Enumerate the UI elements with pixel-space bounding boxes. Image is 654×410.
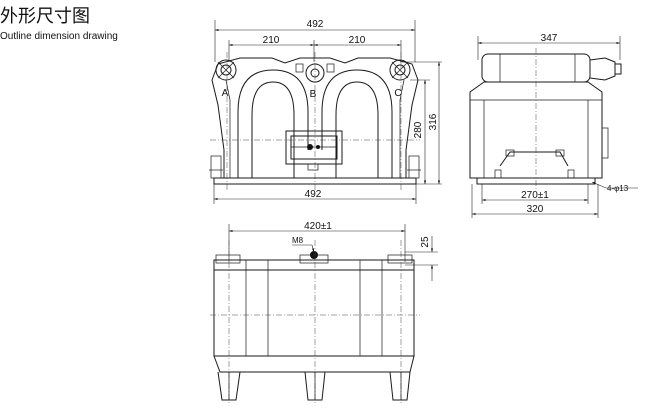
dim-height-total: 316 (428, 113, 439, 130)
terminal-label-c: C (394, 88, 401, 99)
front-view: 492 210 210 A B C (209, 19, 442, 204)
dim-mount-spacing: 270±1 (521, 190, 549, 201)
dim-pitch-right: 210 (349, 35, 366, 46)
drawing-title: 外形尺寸图 (0, 6, 90, 27)
dim-overall-depth: 347 (541, 33, 558, 44)
dim-pitch-left: 210 (263, 35, 280, 46)
dim-overall-width: 492 (307, 19, 324, 30)
dim-edge-offset: 25 (420, 236, 431, 248)
dim-height-inner: 280 (413, 121, 424, 138)
terminal-label-a: A (222, 88, 229, 99)
dim-base-width: 492 (305, 189, 322, 200)
hole-spec: 4-φ13 (607, 184, 629, 193)
terminal-label-b: B (310, 89, 317, 100)
thread-label: M8 (292, 236, 304, 245)
dim-base-depth: 320 (527, 204, 544, 215)
dim-bolt-spacing: 420±1 (304, 221, 332, 232)
side-view: 347 270±1 320 4-φ13 (469, 33, 638, 218)
drawing-subtitle: Outline dimension drawing (0, 31, 118, 42)
bottom-view: 420±1 M8 25 (210, 221, 438, 405)
